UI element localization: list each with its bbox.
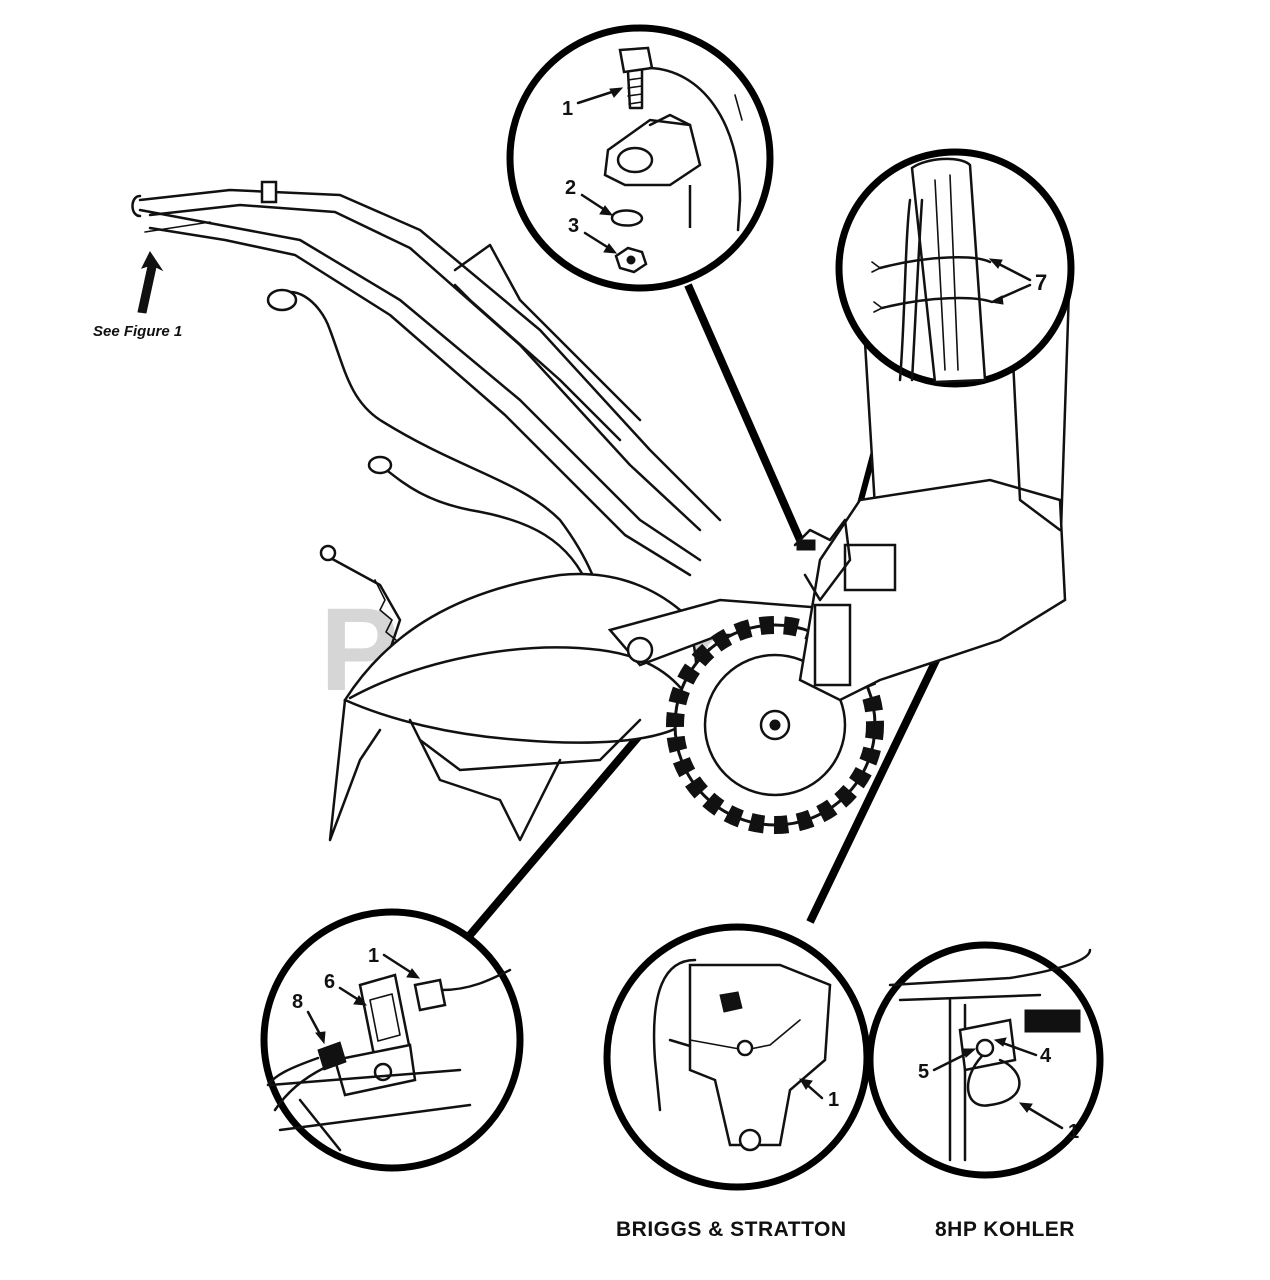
handlebar-lower: [138, 208, 702, 562]
bolt-head: [618, 46, 654, 74]
tine-blade-mid: [408, 718, 562, 842]
callout-1-briggs: 1: [828, 1089, 839, 1111]
wheel-axle: [769, 719, 781, 731]
throttle-linkage: [793, 518, 852, 602]
cable-end-upper: [266, 288, 298, 312]
control-cable-upper: [273, 290, 612, 632]
tie-tail-upper: [871, 261, 881, 273]
briggs-spring: [668, 1038, 692, 1048]
detail-briggs: 1: [603, 923, 871, 1191]
detail-bottom-left: 1 6 8: [260, 908, 524, 1172]
handle-grip: [131, 194, 142, 218]
see-figure-text: See Figure 1: [93, 323, 182, 340]
tine-hood-ridge: [348, 646, 692, 702]
handlebar-lower-inner: [148, 226, 692, 577]
depth-bar: [323, 553, 402, 652]
callout-2: 2: [565, 177, 576, 199]
bracket-hole: [616, 146, 654, 174]
mount-plate-window: [369, 993, 401, 1042]
handle-support-2: [453, 283, 622, 442]
cable-end-lower: [367, 455, 393, 475]
briggs-connector: [719, 991, 743, 1013]
bolt-shaft: [626, 68, 644, 110]
wire-8: [266, 1056, 320, 1087]
frame-pivot: [626, 636, 654, 664]
washer-2: [610, 209, 644, 227]
kohler-wire: [966, 1054, 1021, 1107]
cable-tie-lower: [880, 296, 994, 310]
briggs-pivot: [736, 1039, 754, 1057]
connector-8: [317, 1041, 347, 1071]
tine-hood: [343, 572, 698, 744]
detail-top: 1 2 3: [506, 24, 774, 292]
wire-8b: [273, 1066, 326, 1112]
cable-tie-top: [734, 94, 743, 121]
cable-tie-upper: [878, 256, 992, 270]
callout-3: 3: [568, 215, 579, 237]
handle-support: [453, 243, 642, 422]
ignition-switch-box: [843, 543, 897, 592]
depth-bar-teeth: [374, 579, 397, 641]
bracket-slot: [648, 113, 692, 127]
tie-tail-lower: [873, 301, 883, 313]
handlebar-upper: [138, 188, 722, 522]
handlebar-upper-inner: [148, 203, 702, 532]
wire-1: [440, 968, 512, 992]
tine-frame: [418, 718, 642, 772]
handlebar-clamp: [260, 180, 278, 204]
wire-bundle: [898, 198, 912, 382]
throttle-lever: [144, 221, 211, 233]
depth-bar-knob: [319, 544, 337, 562]
bolt-threads: [627, 77, 643, 105]
kohler-switch: [1024, 1009, 1081, 1033]
callout-1-bl: 1: [368, 945, 379, 967]
tine-blade-left: [328, 698, 382, 842]
connector-1: [413, 978, 447, 1012]
callout-1-kohler: 1: [1068, 1121, 1079, 1143]
tube-grain: [934, 174, 959, 371]
caption-kohler: 8HP KOHLER: [935, 1218, 1075, 1241]
wheel-tread: [666, 616, 884, 834]
kohler-bolt-5: [975, 1038, 995, 1058]
engine-bracket: [813, 603, 852, 687]
callout-1-top: 1: [562, 98, 573, 120]
callout-6: 6: [324, 971, 335, 993]
caption-briggs: BRIGGS & STRATTON: [616, 1218, 847, 1241]
engine-body: [798, 478, 1067, 702]
briggs-fuel-line: [652, 958, 697, 1112]
handle-tube: [910, 157, 987, 384]
detail-kohler: 5 4 1: [866, 941, 1104, 1179]
detail-cable-ties: 7: [835, 148, 1075, 388]
kohler-housing: [888, 948, 1092, 987]
see-figure-note: See Figure 1: [93, 251, 182, 340]
briggs-linkage: [689, 1019, 801, 1051]
callout-5: 5: [918, 1061, 929, 1083]
nut-hole: [626, 255, 636, 265]
callout-4: 4: [1040, 1045, 1052, 1067]
briggs-mount-bolt: [738, 1128, 762, 1152]
linkage-clamp: [796, 539, 816, 551]
wire-bundle-2: [910, 198, 924, 382]
up-arrow: [137, 251, 164, 314]
callout-8: 8: [292, 991, 303, 1013]
control-cable-lower: [378, 463, 602, 632]
cable-top: [648, 66, 742, 232]
callout-7: 7: [1035, 270, 1047, 295]
